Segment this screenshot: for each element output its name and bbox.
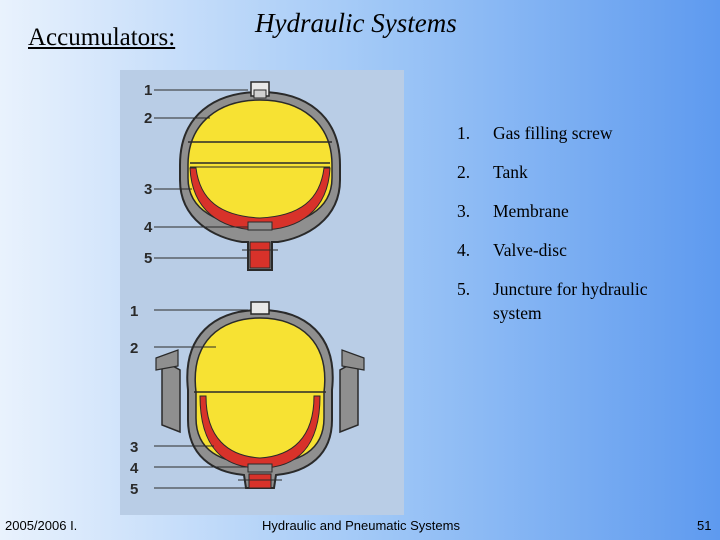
list-item: 1. Gas filling screw <box>457 121 712 145</box>
top-label-5: 5 <box>144 250 152 267</box>
list-item-label: Membrane <box>493 201 569 221</box>
list-item-number: 1. <box>457 123 471 143</box>
list-item-number: 2. <box>457 162 471 182</box>
bottom-clamp-ring <box>161 358 181 434</box>
footer-course: Hydraulic and Pneumatic Systems <box>262 518 460 533</box>
top-label-3: 3 <box>144 181 152 198</box>
bottom-label-4: 4 <box>130 460 139 477</box>
top-label-1: 1 <box>144 82 152 99</box>
top-label-2: 2 <box>144 110 152 127</box>
accumulator-diagram: 1 2 3 4 5 <box>130 81 365 498</box>
top-accumulator: 1 2 3 4 5 <box>144 81 341 271</box>
list-item-label: Juncture for hydraulic system <box>493 279 648 323</box>
bottom-membrane <box>199 395 321 469</box>
list-item: 4. Valve-disc <box>457 238 712 262</box>
top-membrane <box>189 167 331 231</box>
section-title: Accumulators: <box>28 24 176 51</box>
bottom-label-5: 5 <box>130 481 138 498</box>
list-item: 3. Membrane <box>457 199 712 223</box>
top-juncture <box>249 241 271 269</box>
list-item-number: 3. <box>457 201 471 221</box>
bottom-label-2: 2 <box>130 340 138 357</box>
slide-title: Hydraulic Systems <box>255 8 457 38</box>
accumulator-figure: 1 2 3 4 5 <box>120 70 404 515</box>
list-item: 2. Tank <box>457 160 712 184</box>
top-label-4: 4 <box>144 219 153 236</box>
bottom-juncture <box>248 473 272 489</box>
parts-list: 1. Gas filling screw 2. Tank 3. Membrane 4.… <box>457 121 712 340</box>
list-item-number: 4. <box>457 240 471 260</box>
bottom-accumulator: 1 2 3 4 5 <box>130 301 365 498</box>
list-item: 5. Juncture for hydraulic system <box>457 277 712 325</box>
bottom-label-3: 3 <box>130 439 138 456</box>
top-valve-disc <box>247 221 273 231</box>
page-number: 51 <box>697 518 712 533</box>
bottom-label-1: 1 <box>130 303 138 320</box>
list-item-label: Gas filling screw <box>493 123 613 143</box>
bottom-valve-disc <box>247 463 273 473</box>
list-item-label: Tank <box>493 162 528 182</box>
bottom-gas-screw <box>250 301 270 315</box>
list-item-label: Valve-disc <box>493 240 567 260</box>
list-item-number: 5. <box>457 279 471 299</box>
footer-date: 2005/2006 I. <box>5 518 78 533</box>
